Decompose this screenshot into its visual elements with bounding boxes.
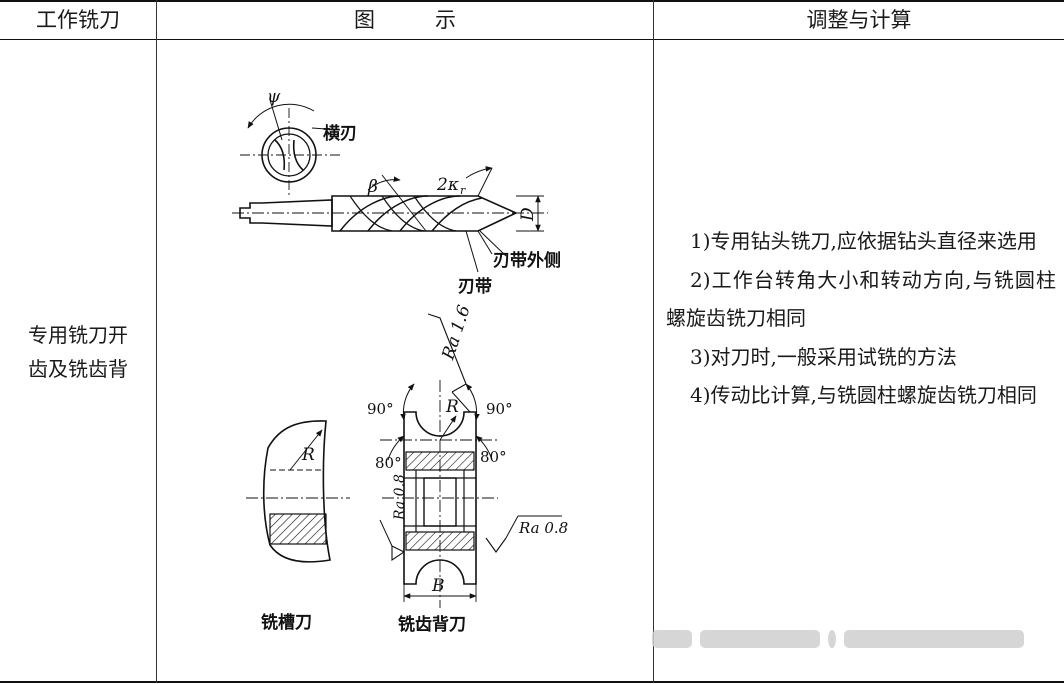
diameter-label: D	[518, 207, 538, 222]
back-radius-label: R	[445, 397, 459, 417]
drill-end-view	[240, 99, 341, 198]
ra-left-label: Ra 0.8	[392, 474, 408, 521]
width-B-label: B	[431, 576, 445, 596]
step-1: 1)专用钻头铣刀,应依据钻头直径来选用	[690, 229, 1037, 253]
groove-radius-label: R	[301, 445, 315, 465]
margin-label: 刃带	[458, 276, 492, 297]
margin-outer-label: 刃带外侧	[493, 250, 561, 271]
drill-side-view	[232, 166, 548, 273]
table-top-rule	[0, 0, 1064, 2]
ra-top-label: Ra 1.6	[438, 303, 475, 363]
angle-80-right: 80°	[480, 448, 507, 466]
adjustment-steps: 1)专用钻头铣刀,应依据钻头直径来选用 2)工作台转角大小和转动方向,与铣圆柱螺…	[666, 222, 1056, 415]
beta-label: β	[367, 177, 378, 197]
table-bottom-rule	[0, 681, 1064, 683]
back-cutter-drawing	[379, 313, 562, 608]
header-figure: 图示	[157, 0, 653, 40]
step-3: 3)对刀时,一般采用试铣的方法	[690, 344, 957, 369]
psi-label: ψ	[267, 87, 281, 107]
header-figure-label: 图示	[354, 8, 516, 32]
two-kappa-label: 2κ	[436, 175, 459, 195]
column-divider-1	[156, 0, 157, 683]
header-bottom-rule	[0, 39, 1064, 40]
header-tool: 工作铣刀	[36, 8, 120, 32]
groove-cutter-label: 铣槽刀	[261, 612, 312, 633]
groove-cutter-drawing	[246, 420, 350, 563]
angle-90-right: 90°	[486, 400, 513, 418]
tool-name: 专用铣刀开 齿及铣齿背	[0, 318, 156, 386]
step-4: 4)传动比计算,与铣圆柱螺旋齿铣刀相同	[690, 383, 1037, 407]
step-2: 2)工作台转角大小和转动方向,与铣圆柱螺旋齿铣刀相同	[666, 267, 1056, 331]
column-divider-2	[653, 0, 654, 683]
tool-name-line-1: 专用铣刀开	[28, 323, 128, 347]
tool-name-line-2: 齿及铣齿背	[28, 357, 128, 381]
kappa-subscript: r	[460, 184, 466, 197]
header-adjust: 调整与计算	[806, 8, 912, 32]
angle-90-left: 90°	[367, 400, 394, 418]
watermark	[652, 622, 1032, 656]
back-cutter-label: 铣齿背刀	[398, 614, 466, 635]
ra-right-label: Ra 0.8	[518, 519, 568, 537]
angle-80-left: 80°	[375, 454, 402, 472]
chisel-edge-label: 横刃	[323, 123, 357, 144]
